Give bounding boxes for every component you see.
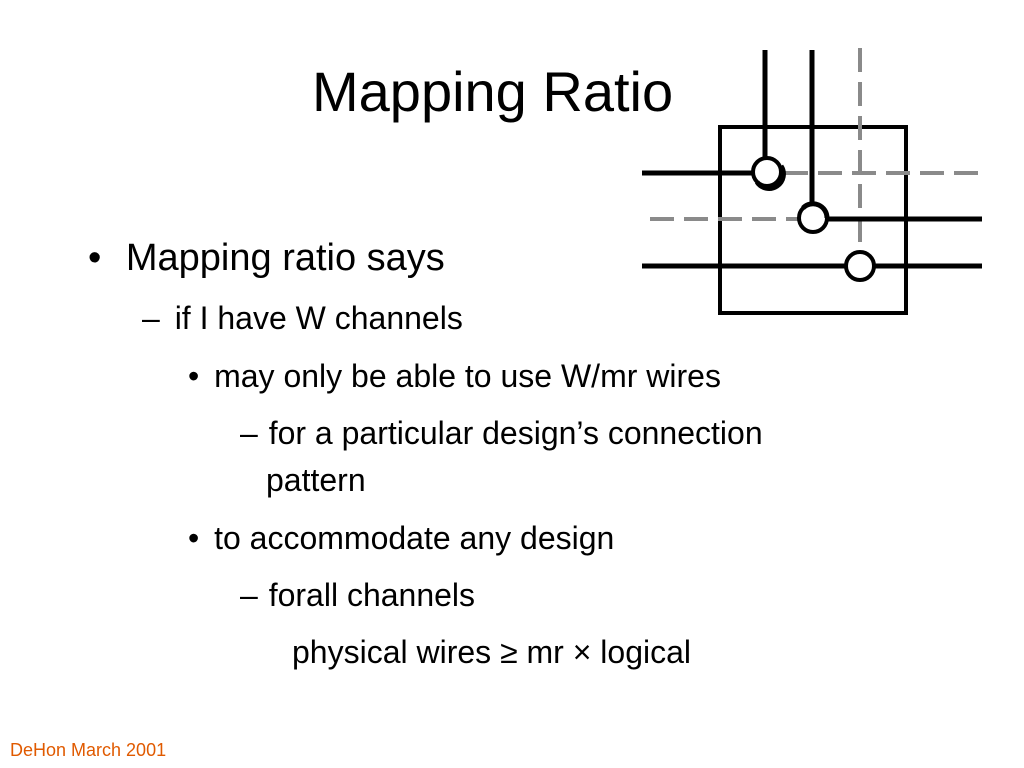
switch-point-icon <box>844 250 876 282</box>
switch-point-icon <box>751 156 783 188</box>
formula-line: physical wires ≥ mr × logical <box>292 632 691 672</box>
bullet-text: pattern <box>266 462 366 498</box>
bullet-level4: – for a particular design’s connection <box>240 413 763 453</box>
bullet-text: Mapping ratio says <box>125 237 445 279</box>
switch-box-diagram <box>642 48 986 315</box>
formula-text: physical wires ≥ mr × logical <box>292 634 692 670</box>
bullet-level3: • to accommodate any design <box>188 518 614 558</box>
switch-point-active-arc <box>801 201 830 219</box>
switch-point-active-arc <box>754 164 786 191</box>
bullet-marker: • <box>88 237 102 279</box>
bullet-marker: – <box>240 415 258 451</box>
bullet-marker: – <box>142 300 160 336</box>
bullet-text: to accommodate any design <box>214 520 615 556</box>
bullet-level1: • Mapping ratio says <box>88 236 445 280</box>
bullet-continuation: pattern <box>266 460 366 500</box>
bullet-level3: • may only be able to use W/mr wires <box>188 356 721 396</box>
bullet-text: may only be able to use W/mr wires <box>214 358 721 394</box>
bullet-marker: • <box>188 358 200 394</box>
bullet-text: forall channels <box>268 577 476 613</box>
page-title: Mapping Ratio <box>312 60 674 123</box>
bullet-level2: – if I have W channels <box>142 298 463 338</box>
bullet-marker: • <box>188 520 200 556</box>
bullet-level4: – forall channels <box>240 575 475 615</box>
bullet-marker: – <box>240 577 258 613</box>
footer-text: DeHon March 2001 <box>10 740 167 760</box>
bullet-text: if I have W channels <box>174 300 463 336</box>
bullet-text: for a particular design’s connection <box>268 415 763 451</box>
